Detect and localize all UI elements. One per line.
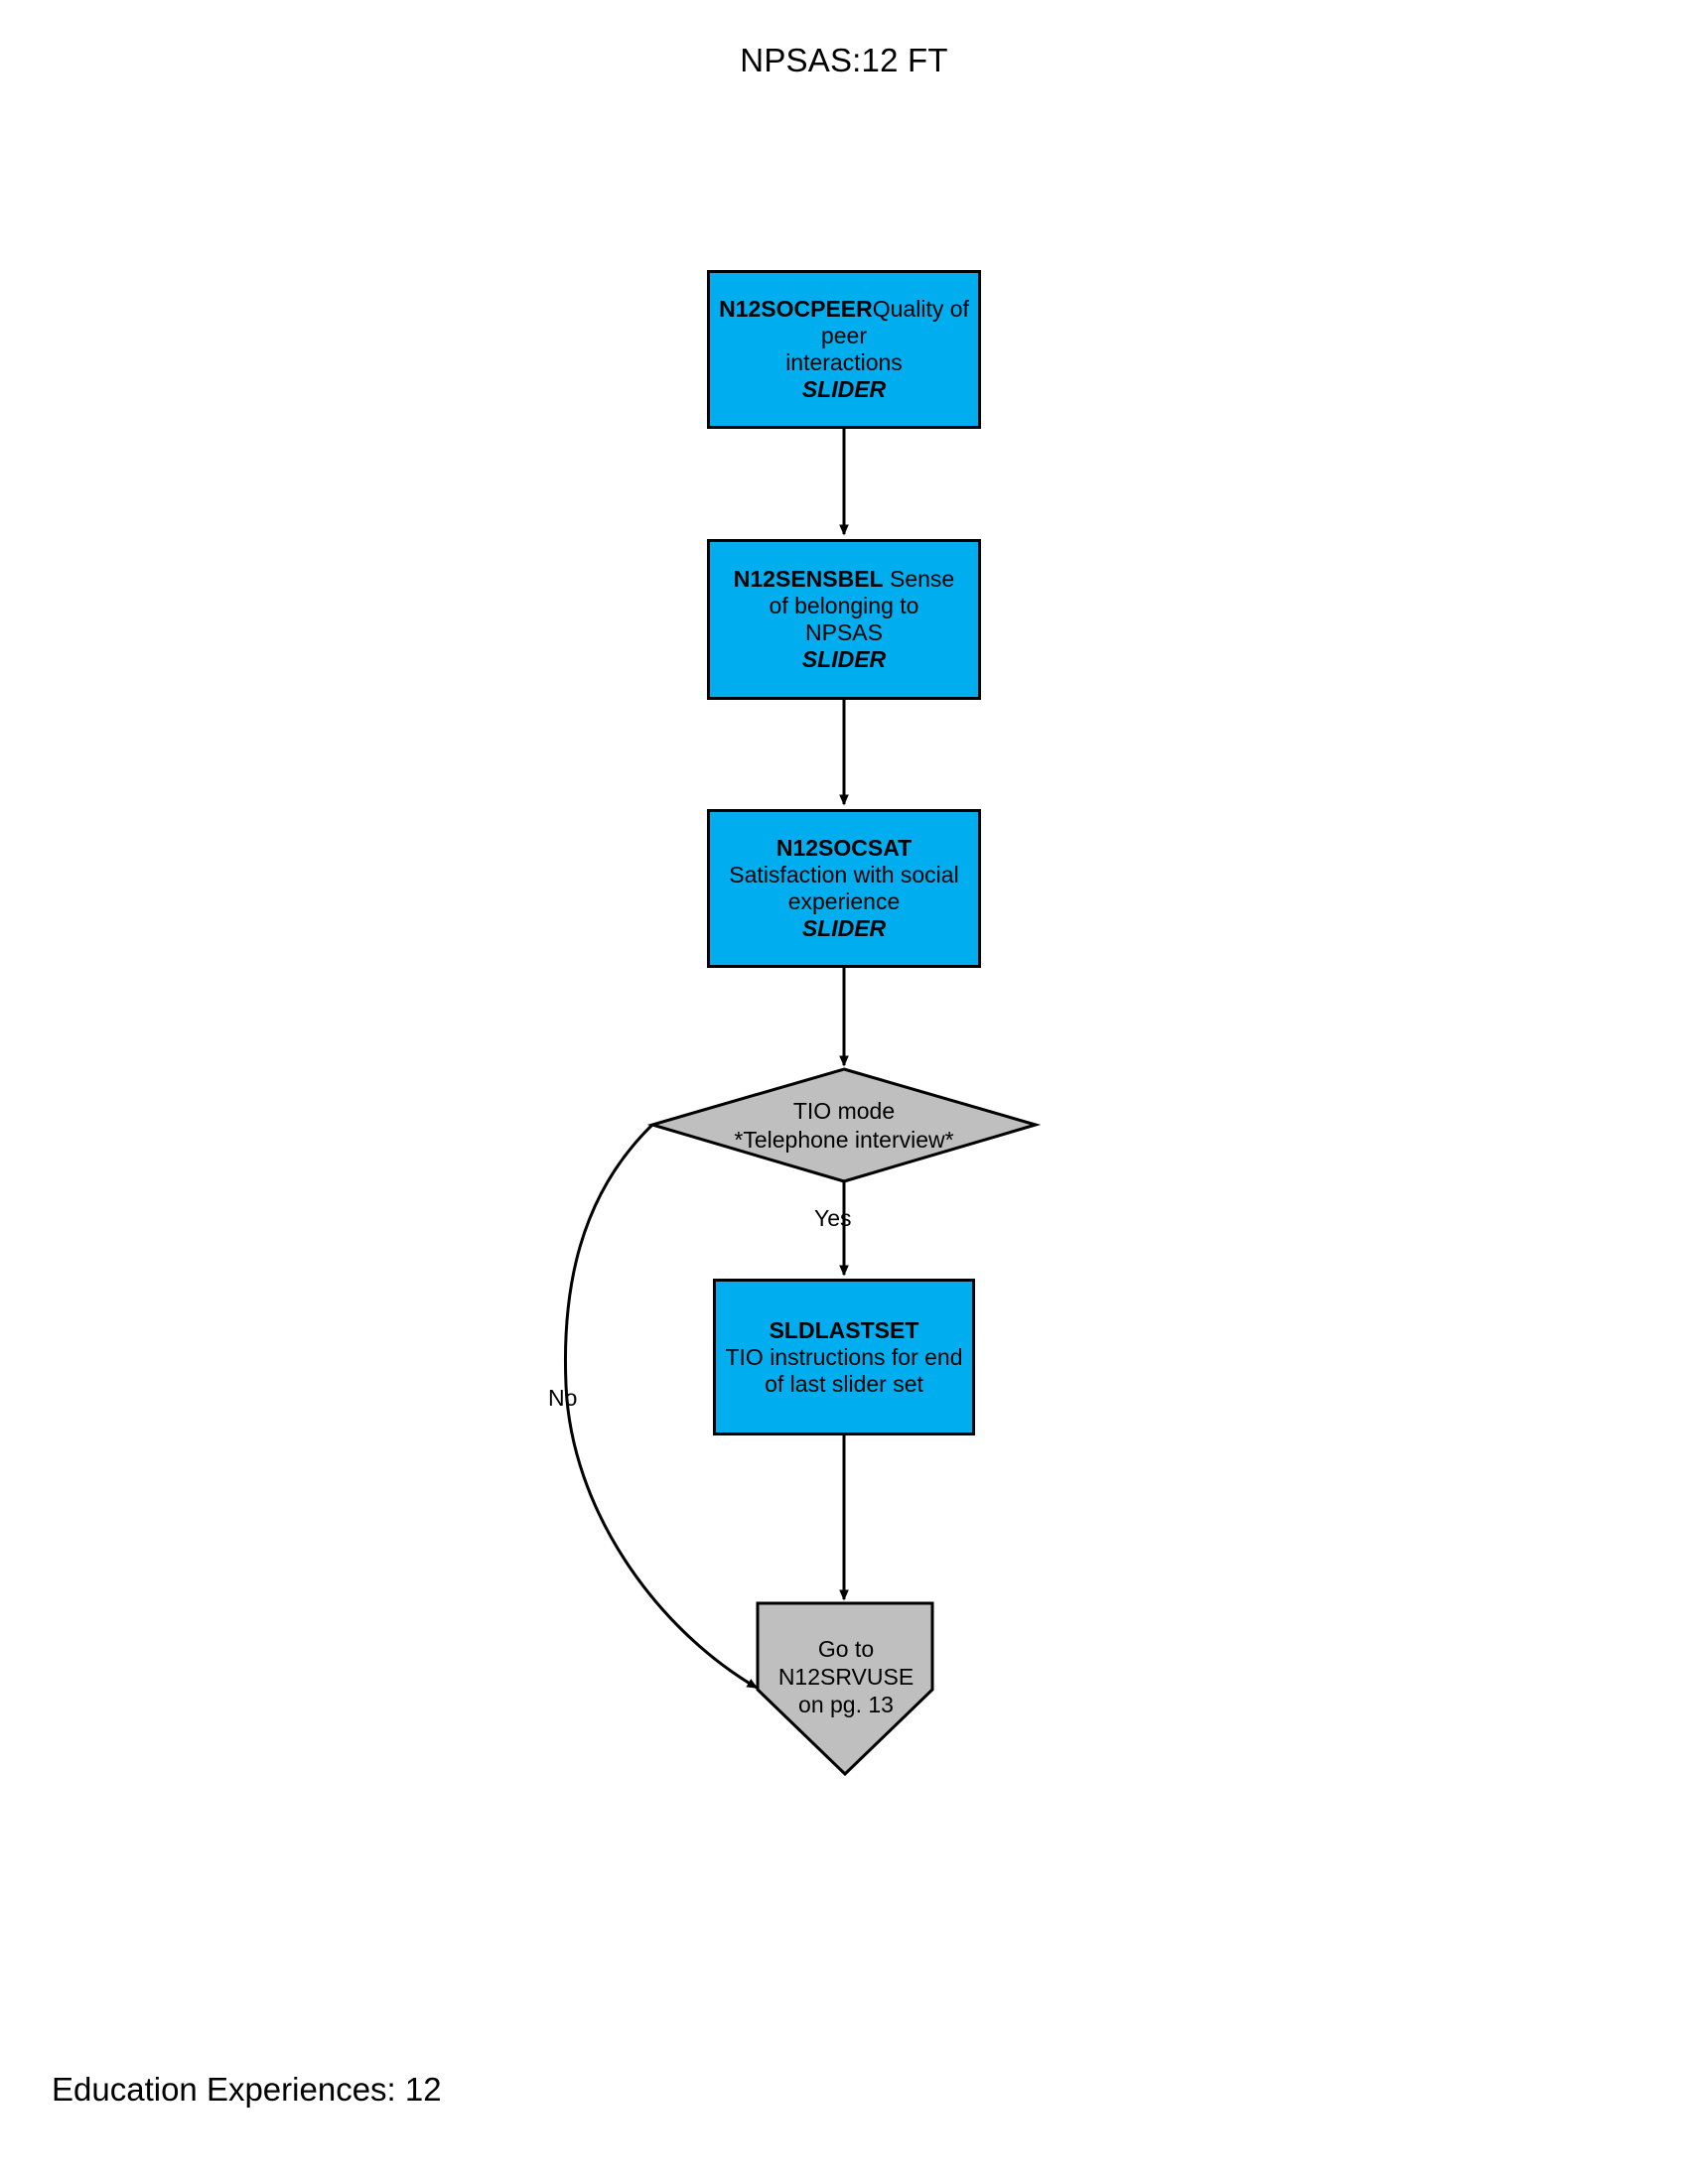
node-n12sensbel-text: N12SENSBEL Sense of belonging to NPSAS bbox=[734, 566, 954, 646]
node-tio-mode-label: TIO mode *Telephone interview* bbox=[734, 1098, 954, 1153]
node-n12socpeer[interactable]: N12SOCPEERQuality of peer interactions S… bbox=[707, 270, 981, 429]
node-n12sensbel-slider-label: SLIDER bbox=[801, 646, 887, 672]
page-footer: Education Experiences: 12 bbox=[52, 2071, 442, 2108]
node-n12sensbel-desc: Sense of belonging to NPSAS bbox=[769, 566, 955, 645]
terminator-shape-goto bbox=[756, 1601, 934, 1777]
page-title: NPSAS:12 FT bbox=[740, 42, 948, 78]
node-n12sensbel-code: N12SENSBEL bbox=[733, 566, 884, 592]
edge-label-yes: Yes bbox=[814, 1205, 852, 1231]
node-n12socsat-desc: Satisfaction with social experience bbox=[729, 862, 959, 914]
node-n12socpeer-code: N12SOCPEER bbox=[719, 296, 873, 322]
node-tio-mode-decision[interactable]: TIO mode *Telephone interview* bbox=[652, 1069, 1036, 1182]
node-goto-n12srvuse[interactable]: Go to N12SRVUSE on pg. 13 bbox=[758, 1603, 934, 1774]
node-n12socsat-slider-label: SLIDER bbox=[801, 915, 887, 941]
node-n12socsat-code: N12SOCSAT bbox=[775, 835, 913, 861]
node-n12sensbel[interactable]: N12SENSBEL Sense of belonging to NPSAS S… bbox=[707, 539, 981, 700]
node-sldlastset-code: SLDLASTSET bbox=[769, 1316, 919, 1343]
edge-label-no: No bbox=[548, 1385, 578, 1411]
node-n12socpeer-text: N12SOCPEERQuality of peer interactions bbox=[710, 296, 978, 376]
edge-tiomode-no-to-goto bbox=[563, 1123, 759, 1690]
node-goto-n12srvuse-label: Go to N12SRVUSE on pg. 13 bbox=[777, 1636, 914, 1717]
node-n12socpeer-desc: Quality of peer interactions bbox=[785, 296, 969, 375]
node-sldlastset-desc: TIO instructions for end of last slider … bbox=[725, 1343, 963, 1397]
node-n12socpeer-slider-label: SLIDER bbox=[801, 376, 887, 402]
